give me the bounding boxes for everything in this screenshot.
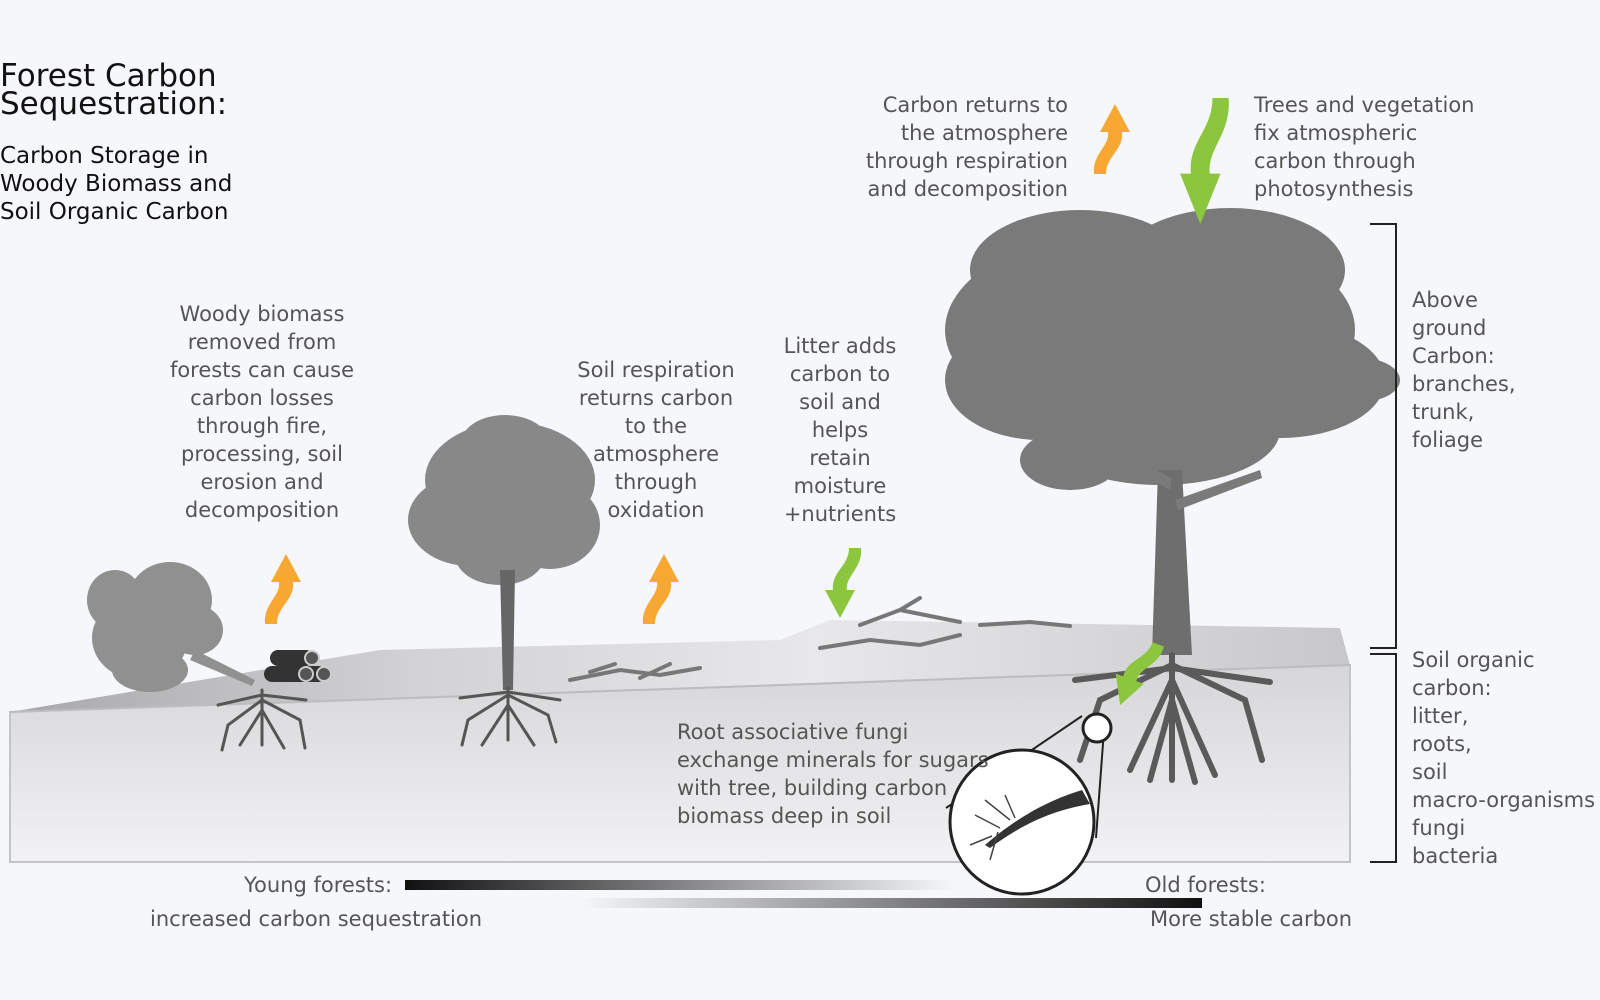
mature-tree-roots xyxy=(1072,652,1273,785)
young-forests-label: Young forests: xyxy=(244,873,393,897)
uptake-arrow-photosynthesis xyxy=(1180,98,1229,224)
trees-fix-label: Trees and vegetation fix atmospheric car… xyxy=(1254,93,1475,201)
old-forests-sublabel: More stable carbon xyxy=(1150,907,1353,931)
old-forest-gradient-bar xyxy=(580,898,1202,908)
uptake-arrow-litter xyxy=(825,548,862,618)
young-tree-icon xyxy=(408,415,600,690)
fallen-tree-icon xyxy=(87,562,255,692)
root-fungi-label: Root associative fungi exchange minerals… xyxy=(677,720,989,828)
carbon-returns-label: Carbon returns to the atmosphere through… xyxy=(865,93,1068,201)
above-ground-bracket xyxy=(1370,223,1397,649)
young-forests-sublabel: increased carbon sequestration xyxy=(150,907,483,931)
log-pile-icon xyxy=(264,650,332,682)
soil-respiration-label: Soil respiration returns carbon to the a… xyxy=(577,358,735,522)
soil-carbon-bracket xyxy=(1370,653,1397,863)
young-forest-gradient-bar xyxy=(405,880,955,890)
woody-biomass-label: Woody biomass removed from forests can c… xyxy=(169,302,355,522)
release-arrow-fallen xyxy=(264,554,301,624)
fallen-tree-roots xyxy=(216,688,308,752)
young-tree-roots xyxy=(458,686,562,747)
page-title: Forest Carbon Sequestration: xyxy=(0,58,228,122)
root-fungi-magnifier-icon xyxy=(945,712,1113,896)
soil-organic-label: Soil organic carbon: litter, roots, soil… xyxy=(1412,648,1596,868)
litter-label: Litter adds carbon to soil and helps ret… xyxy=(783,334,897,526)
release-arrow-atmosphere xyxy=(1093,104,1130,174)
page-subtitle: Carbon Storage in Woody Biomass and Soil… xyxy=(0,143,233,225)
litter-icon xyxy=(568,596,1072,682)
above-ground-label: Above ground Carbon: branches, trunk, fo… xyxy=(1412,288,1516,452)
old-forests-label: Old forests: xyxy=(1145,873,1266,897)
mature-tree-icon xyxy=(945,208,1400,655)
release-arrow-soil xyxy=(642,554,679,624)
